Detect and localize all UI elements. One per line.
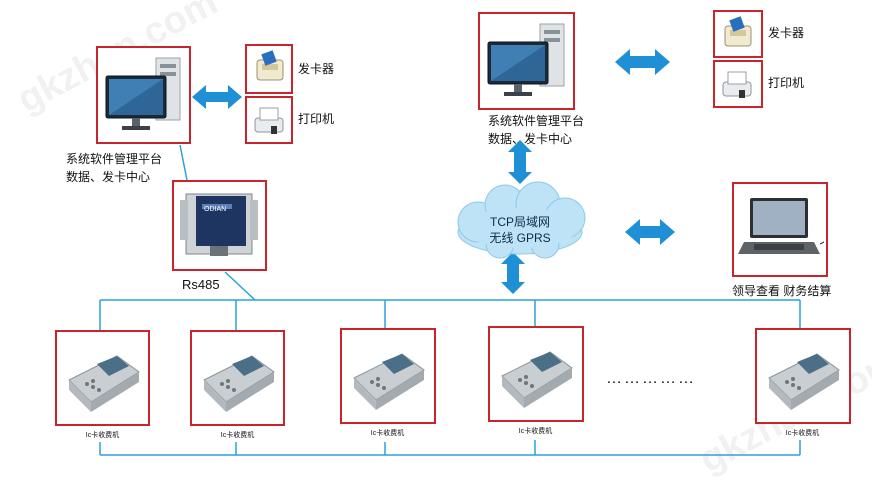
terminal-3-frame	[340, 328, 436, 424]
terminal-4-frame	[488, 326, 584, 422]
terminal-5-frame	[755, 328, 851, 424]
platform-left-label-2: 数据、发卡中心	[66, 170, 151, 184]
cloud-label-1: TCP局域网	[489, 215, 550, 229]
card-issuer-icon	[724, 16, 752, 47]
card-terminal-icon	[68, 355, 140, 412]
arrows	[192, 49, 675, 294]
card-terminal-icon	[501, 351, 573, 408]
serial-converter-icon	[180, 193, 258, 256]
printer-icon	[254, 107, 284, 134]
desktop-computer-icon	[105, 57, 181, 130]
platform-left-label-1: 系统软件管理平台	[66, 152, 163, 166]
cloud-label-2: 无线 GPRS	[489, 231, 551, 245]
card-issuer-right-label: 发卡器	[768, 26, 805, 40]
bus-lines	[99, 144, 801, 456]
converter-brand: ODIAN	[204, 206, 227, 213]
rs485-label: Rs485	[182, 277, 220, 292]
more-terminals-ellipsis: ……………	[606, 370, 696, 387]
platform-left-frame	[96, 46, 191, 144]
platform-top-frame	[478, 12, 575, 110]
terminal-1-frame	[55, 330, 150, 426]
card-issuer-icon	[256, 50, 284, 81]
card-issuer-left-label: 发卡器	[298, 62, 335, 76]
laptop-frame	[732, 182, 828, 277]
terminal-5-label: Ic卡收费机	[785, 430, 820, 437]
printer-left-frame	[245, 96, 293, 144]
card-terminal-icon	[203, 355, 275, 412]
printer-right-label: 打印机	[768, 76, 805, 90]
terminal-4-label: Ic卡收费机	[518, 428, 553, 435]
platform-top-label-2: 数据、发卡中心	[488, 132, 573, 146]
terminal-2-frame	[190, 330, 285, 426]
network-cloud	[457, 181, 586, 259]
printer-left-label: 打印机	[298, 112, 335, 126]
terminal-1-label: Ic卡收费机	[85, 432, 120, 439]
laptop-icon	[738, 198, 825, 254]
printer-right-frame	[713, 60, 763, 108]
terminal-3-label: Ic卡收费机	[370, 430, 405, 437]
laptop-label: 领导查看 财务结算	[732, 284, 832, 298]
card-issuer-left-frame	[245, 44, 293, 94]
card-issuer-right-frame	[713, 10, 763, 58]
desktop-computer-icon	[487, 23, 565, 96]
platform-top-label-1: 系统软件管理平台	[488, 114, 585, 128]
card-terminal-icon	[353, 353, 425, 410]
card-terminal-icon	[768, 353, 840, 410]
printer-icon	[722, 71, 752, 98]
rs485-converter-frame: ODIAN	[172, 180, 267, 271]
terminal-2-label: Ic卡收费机	[220, 432, 255, 439]
